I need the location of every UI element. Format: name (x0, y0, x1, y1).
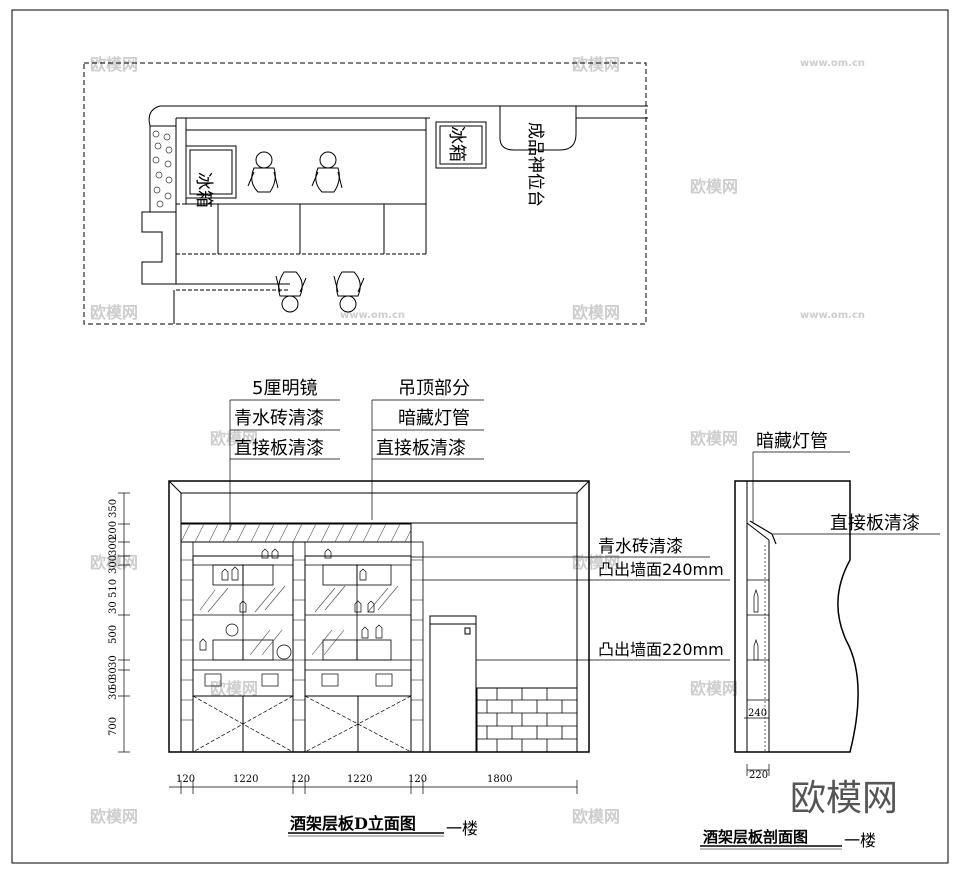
elevation-title-suffix: 一楼 (446, 819, 478, 838)
section-dim-220: 220 (749, 770, 768, 781)
label-protrude-240: 凸出墙面240mm (598, 560, 724, 579)
section-label-hidden-light: 暗藏灯管 (756, 431, 828, 452)
section-title-suffix: 一楼 (844, 831, 876, 850)
dim-v-510: 510 (108, 579, 119, 598)
dim-v-300a: 300 (108, 537, 119, 556)
plan-dashed-boundary (83, 62, 647, 325)
plan-fridge-right-label: 冰箱 (446, 126, 467, 162)
label-brick-varnish: 青水砖清漆 (234, 408, 324, 429)
watermark-logo: 欧模网 (572, 303, 620, 322)
watermark-logo: 欧模网 (690, 429, 738, 448)
dim-h-1220a: 1220 (233, 774, 258, 785)
sheet-border (11, 9, 949, 864)
watermark-site: www.om.cn (800, 310, 865, 321)
dim-h-120b: 120 (291, 774, 310, 785)
watermark-logo: 欧模网 (572, 55, 620, 74)
dim-h-1220b: 1220 (347, 774, 372, 785)
watermark-logo: 欧模网 (572, 807, 620, 826)
vertical-dimensions: 350 200 300 300 510 30 500 30 30 50 30 7… (108, 499, 119, 736)
watermark-logo: 欧模网 (690, 177, 738, 196)
section-view (700, 451, 940, 850)
elevation-frame (168, 480, 590, 753)
watermark-logo: 欧模网 (90, 553, 138, 572)
dim-v-30d: 30 (108, 687, 119, 700)
section-label-board: 直接板清漆 (830, 513, 920, 534)
horizontal-dimensions: 120 1220 120 1220 120 1800 (176, 774, 512, 785)
watermark-logo-large: 欧模网 (790, 778, 898, 819)
plan-fridge-right (435, 121, 487, 169)
watermark-logo: 欧模网 (690, 679, 738, 698)
watermark-logo: 欧模网 (572, 553, 620, 572)
dim-v-700: 700 (108, 717, 119, 736)
ceiling-band (180, 523, 412, 543)
plan-stone-column (149, 125, 177, 213)
dim-h-120c: 120 (408, 774, 427, 785)
plan-altar (499, 118, 577, 151)
elevation-labels: 5厘明镜 青水砖清漆 直接板清漆 吊顶部分 暗藏灯管 直接板清漆 青水砖清漆 凸… (234, 378, 724, 659)
dim-v-500: 500 (108, 625, 119, 644)
dim-v-200: 200 (108, 521, 119, 540)
dim-h-120a: 120 (176, 774, 195, 785)
dim-h-1800: 1800 (487, 774, 512, 785)
label-protrude-220: 凸出墙面220mm (598, 640, 724, 659)
label-board-varnish-mid: 直接板清漆 (376, 438, 466, 459)
dim-v-50: 50 (108, 677, 119, 690)
dim-v-350: 350 (108, 499, 119, 518)
label-brick-varnish-right: 青水砖清漆 (598, 537, 683, 557)
watermark-logo: 欧模网 (90, 55, 138, 74)
section-dim-240: 240 (748, 708, 767, 719)
watermark-logo: 欧模网 (210, 429, 258, 448)
watermark-logo: 欧模网 (90, 303, 138, 322)
plan-fridge-left-label: 冰箱 (193, 172, 214, 208)
elevation-brick-wall (476, 687, 578, 753)
plan-people (247, 151, 365, 313)
plan-altar-label: 成品神位台 (525, 122, 545, 207)
dim-v-30b: 30 (108, 655, 119, 668)
plan-fridge-left (185, 145, 237, 199)
label-board-varnish: 直接板清漆 (234, 438, 324, 459)
label-hidden-light: 暗藏灯管 (398, 408, 470, 429)
watermark-site: www.om.cn (800, 58, 865, 69)
watermark-group: 欧模网 欧模网 www.om.cn 欧模网 欧模网 欧模网 www.om.cn … (90, 55, 865, 826)
watermark-logo: 欧模网 (90, 807, 138, 826)
elevation-view (118, 399, 730, 837)
dim-v-30a: 30 (108, 601, 119, 614)
elevation-title: 酒架层板D立面图 (290, 814, 416, 833)
plan-view (83, 62, 648, 325)
dim-v-300b: 300 (108, 555, 119, 574)
label-mirror: 5厘明镜 (252, 378, 317, 399)
section-title: 酒架层板剖面图 (703, 828, 808, 846)
watermark-site: www.om.cn (340, 310, 405, 321)
dim-v-30c: 30 (108, 667, 119, 680)
elevation-fridge (429, 615, 477, 753)
watermark-logo: 欧模网 (210, 679, 258, 698)
label-ceiling: 吊顶部分 (398, 378, 470, 399)
